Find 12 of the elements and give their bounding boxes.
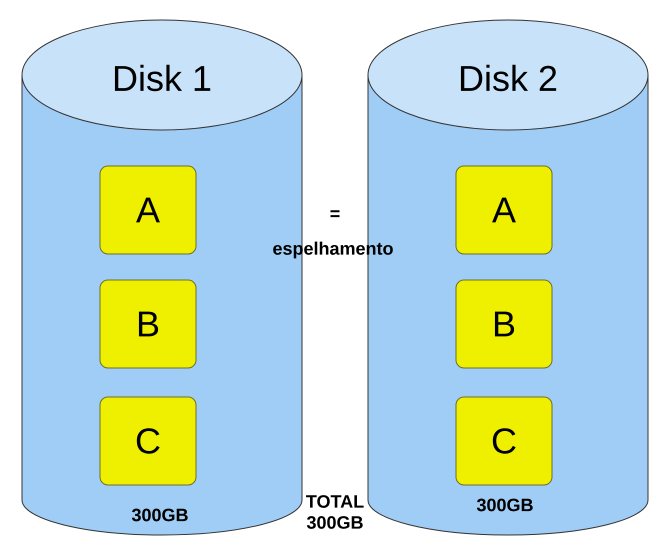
disk-title: Disk 1 — [114, 64, 210, 92]
block-box: A — [456, 166, 552, 254]
block-box: C — [100, 396, 196, 486]
block-box: C — [456, 396, 552, 486]
block-box: B — [456, 280, 552, 368]
equals-sign: = — [330, 210, 340, 218]
block-box: B — [100, 280, 196, 368]
total-label: TOTAL 300GB — [306, 495, 364, 529]
capacity-label: 300GB — [476, 498, 533, 512]
capacity-label: 300GB — [132, 508, 188, 522]
disk-title: Disk 2 — [460, 64, 556, 92]
block-box: A — [100, 166, 196, 254]
